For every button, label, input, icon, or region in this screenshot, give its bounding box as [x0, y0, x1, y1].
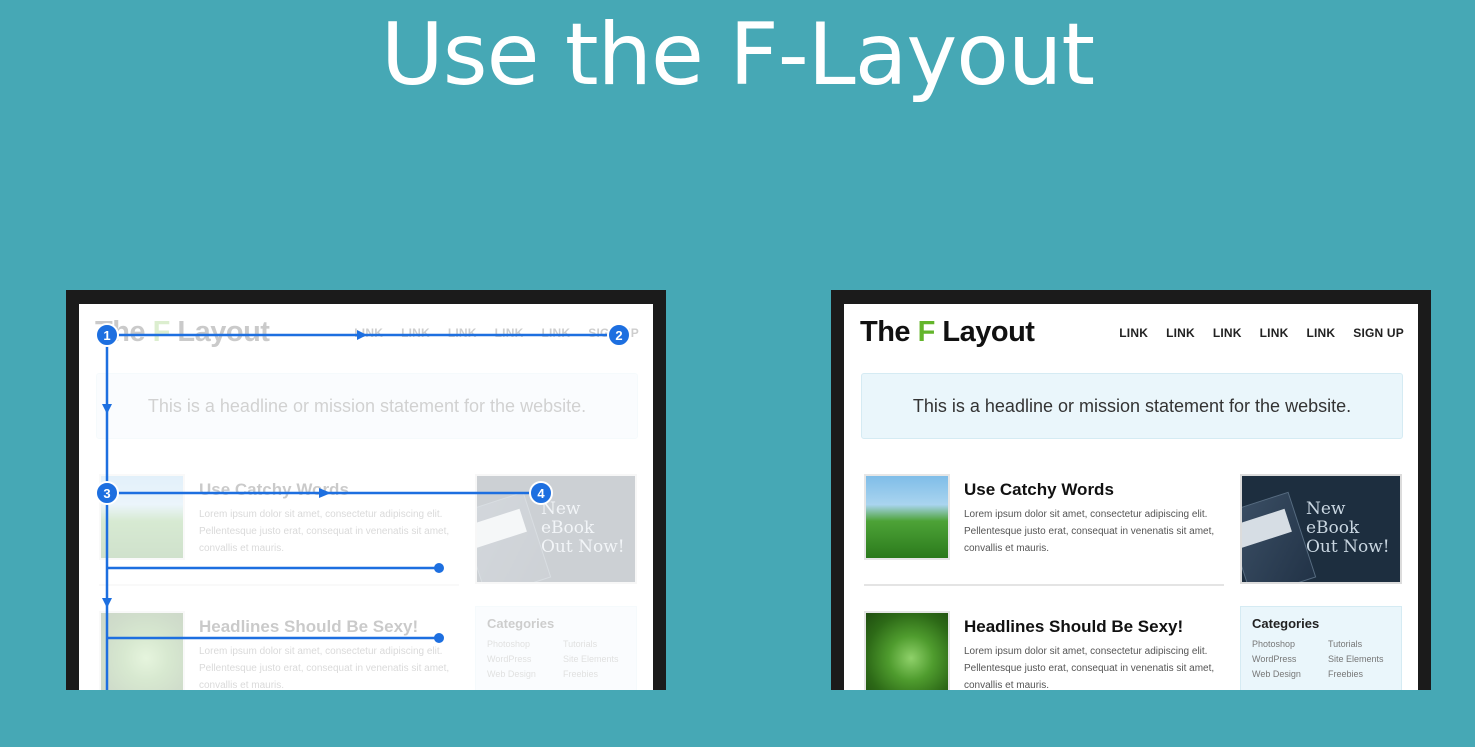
post-thumbnail[interactable] [99, 611, 185, 690]
ebook-banner[interactable]: New eBook Out Now! [1240, 474, 1402, 584]
marker-label: 4 [537, 486, 545, 501]
post-excerpt: Lorem ipsum dolor sit amet, consectetur … [199, 509, 450, 554]
ebook-text: New eBook Out Now! [1306, 499, 1390, 557]
post-excerpt: Lorem ipsum dolor sit amet, consectetur … [964, 646, 1215, 690]
category-link[interactable]: Freebies [1328, 669, 1364, 679]
category-link[interactable]: Freebies [563, 669, 599, 679]
slide-title: Use the F-Layout [380, 5, 1095, 105]
post-item: Headlines Should Be Sexy! Lorem ipsum do… [99, 611, 459, 690]
categories-title: Categories [1252, 616, 1320, 631]
arrow-down-icon [102, 404, 112, 414]
mockup-screen-faded: The F Layout LINK LINK LINK LINK LINK SI… [79, 304, 653, 690]
category-link[interactable]: Tutorials [563, 639, 598, 649]
end-dot [434, 633, 444, 643]
logo-prefix: The [860, 316, 918, 348]
category-link[interactable]: Photoshop [1252, 639, 1296, 649]
f-pattern-overlay: 1 2 3 4 [95, 323, 631, 690]
post-item: Headlines Should Be Sexy! Lorem ipsum do… [864, 611, 1224, 690]
clean-mockup: The F Layout LINK LINK LINK LINK LINK SI… [831, 290, 1431, 690]
marker-4: 4 [529, 481, 553, 505]
mission-statement: This is a headline or mission statement … [96, 373, 638, 439]
category-link[interactable]: Site Elements [563, 654, 619, 664]
ebook-text: New eBook Out Now! [541, 499, 625, 557]
post-title[interactable]: Use Catchy Words [964, 480, 1114, 499]
nav-link[interactable]: LINK [541, 326, 571, 340]
book-image [1242, 491, 1317, 582]
site-logo: The F Layout [95, 316, 270, 349]
category-link[interactable]: Web Design [487, 669, 536, 679]
categories-list: Photoshop Tutorials WordPress Site Eleme… [487, 639, 633, 679]
nav-link[interactable]: LINK [1259, 326, 1289, 340]
nav-link[interactable]: LINK [1119, 326, 1149, 340]
nav-link[interactable]: LINK [1306, 326, 1336, 340]
categories-title: Categories [487, 616, 555, 631]
marker-label: 1 [103, 328, 110, 343]
nav-link[interactable]: LINK [447, 326, 477, 340]
nav-bar: LINK LINK LINK LINK LINK SIGN UP [1101, 326, 1404, 340]
nav-link[interactable]: LINK [1166, 326, 1195, 340]
logo-suffix: Layout [169, 316, 270, 348]
post-divider [99, 584, 459, 586]
f-pattern-mockup: The F Layout LINK LINK LINK LINK LINK SI… [66, 290, 666, 690]
category-link[interactable]: WordPress [487, 654, 532, 664]
post-title[interactable]: Headlines Should Be Sexy! [199, 617, 419, 636]
nav-link[interactable]: LINK [494, 326, 524, 340]
marker-label: 2 [615, 328, 622, 343]
post-title[interactable]: Headlines Should Be Sexy! [964, 617, 1184, 636]
post-thumbnail[interactable] [864, 474, 950, 560]
mockup-screen: The F Layout LINK LINK LINK LINK LINK SI… [844, 304, 1418, 690]
post-divider [864, 584, 1224, 586]
categories-list: Photoshop Tutorials WordPress Site Eleme… [1252, 639, 1398, 679]
marker-label: 3 [103, 486, 110, 501]
categories-box: Categories Photoshop Tutorials WordPress… [475, 606, 637, 690]
marker-2: 2 [607, 323, 631, 347]
nav-sign-up[interactable]: SIGN UP [1353, 326, 1404, 340]
category-link[interactable]: Tutorials [1328, 639, 1363, 649]
post-thumbnail[interactable] [864, 611, 950, 690]
marker-3: 3 [95, 481, 119, 505]
category-link[interactable]: Photoshop [487, 639, 531, 649]
category-link[interactable]: WordPress [1252, 654, 1297, 664]
category-link[interactable]: Web Design [1252, 669, 1301, 679]
logo-f: F [152, 316, 171, 348]
logo-f: F [917, 316, 936, 348]
nav-link[interactable]: LINK [401, 326, 430, 340]
arrow-down-icon [102, 598, 112, 608]
post-excerpt: Lorem ipsum dolor sit amet, consectetur … [199, 646, 450, 690]
marker-1: 1 [95, 323, 119, 347]
post-item: Use Catchy Words Lorem ipsum dolor sit a… [864, 474, 1224, 594]
arrow-right-icon [319, 488, 331, 498]
end-dot [434, 563, 444, 573]
categories-box: Categories Photoshop Tutorials WordPress… [1240, 606, 1402, 690]
nav-link[interactable]: LINK [1212, 326, 1242, 340]
logo-suffix: Layout [934, 316, 1035, 348]
mission-statement: This is a headline or mission statement … [861, 373, 1403, 439]
site-logo[interactable]: The F Layout [860, 316, 1035, 349]
arrow-right-icon [357, 330, 367, 340]
category-link[interactable]: Site Elements [1328, 654, 1384, 664]
post-excerpt: Lorem ipsum dolor sit amet, consectetur … [964, 509, 1215, 554]
